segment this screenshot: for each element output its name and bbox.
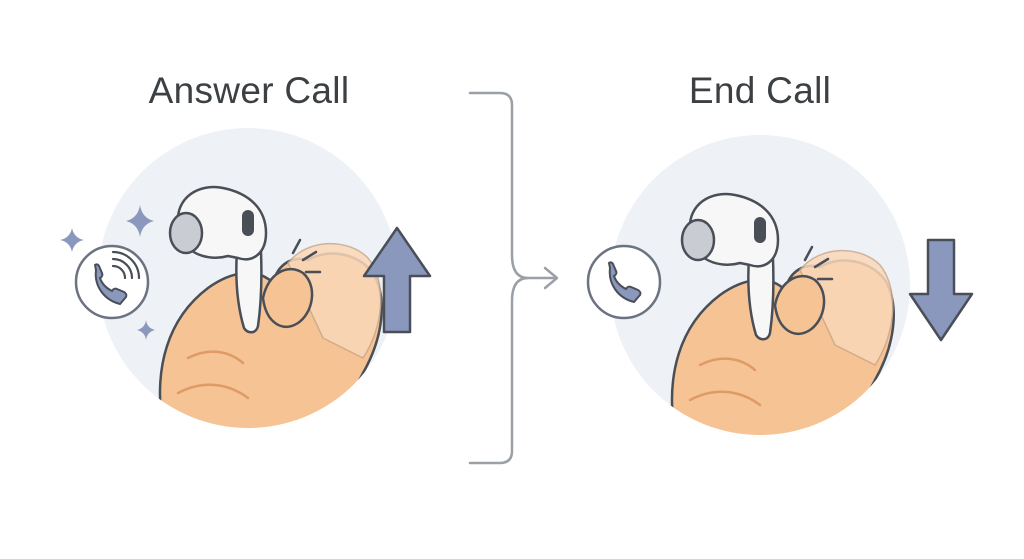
- end-call-panel: [586, 135, 974, 435]
- sparkle-icon: [60, 228, 84, 252]
- answer-call-panel: [60, 128, 432, 428]
- end-call-title: End Call: [688, 70, 832, 111]
- sparkle-icon: [126, 205, 154, 237]
- flow-bracket: [468, 91, 559, 465]
- arrow-down-icon: [908, 238, 974, 342]
- phone-icon: [586, 244, 662, 320]
- sparkle-icon: [137, 320, 155, 340]
- chevron-right-icon: [543, 266, 559, 290]
- phone-ringing-icon: [74, 244, 150, 320]
- arrow-up-icon: [362, 226, 432, 334]
- answer-call-title: Answer Call: [148, 70, 350, 111]
